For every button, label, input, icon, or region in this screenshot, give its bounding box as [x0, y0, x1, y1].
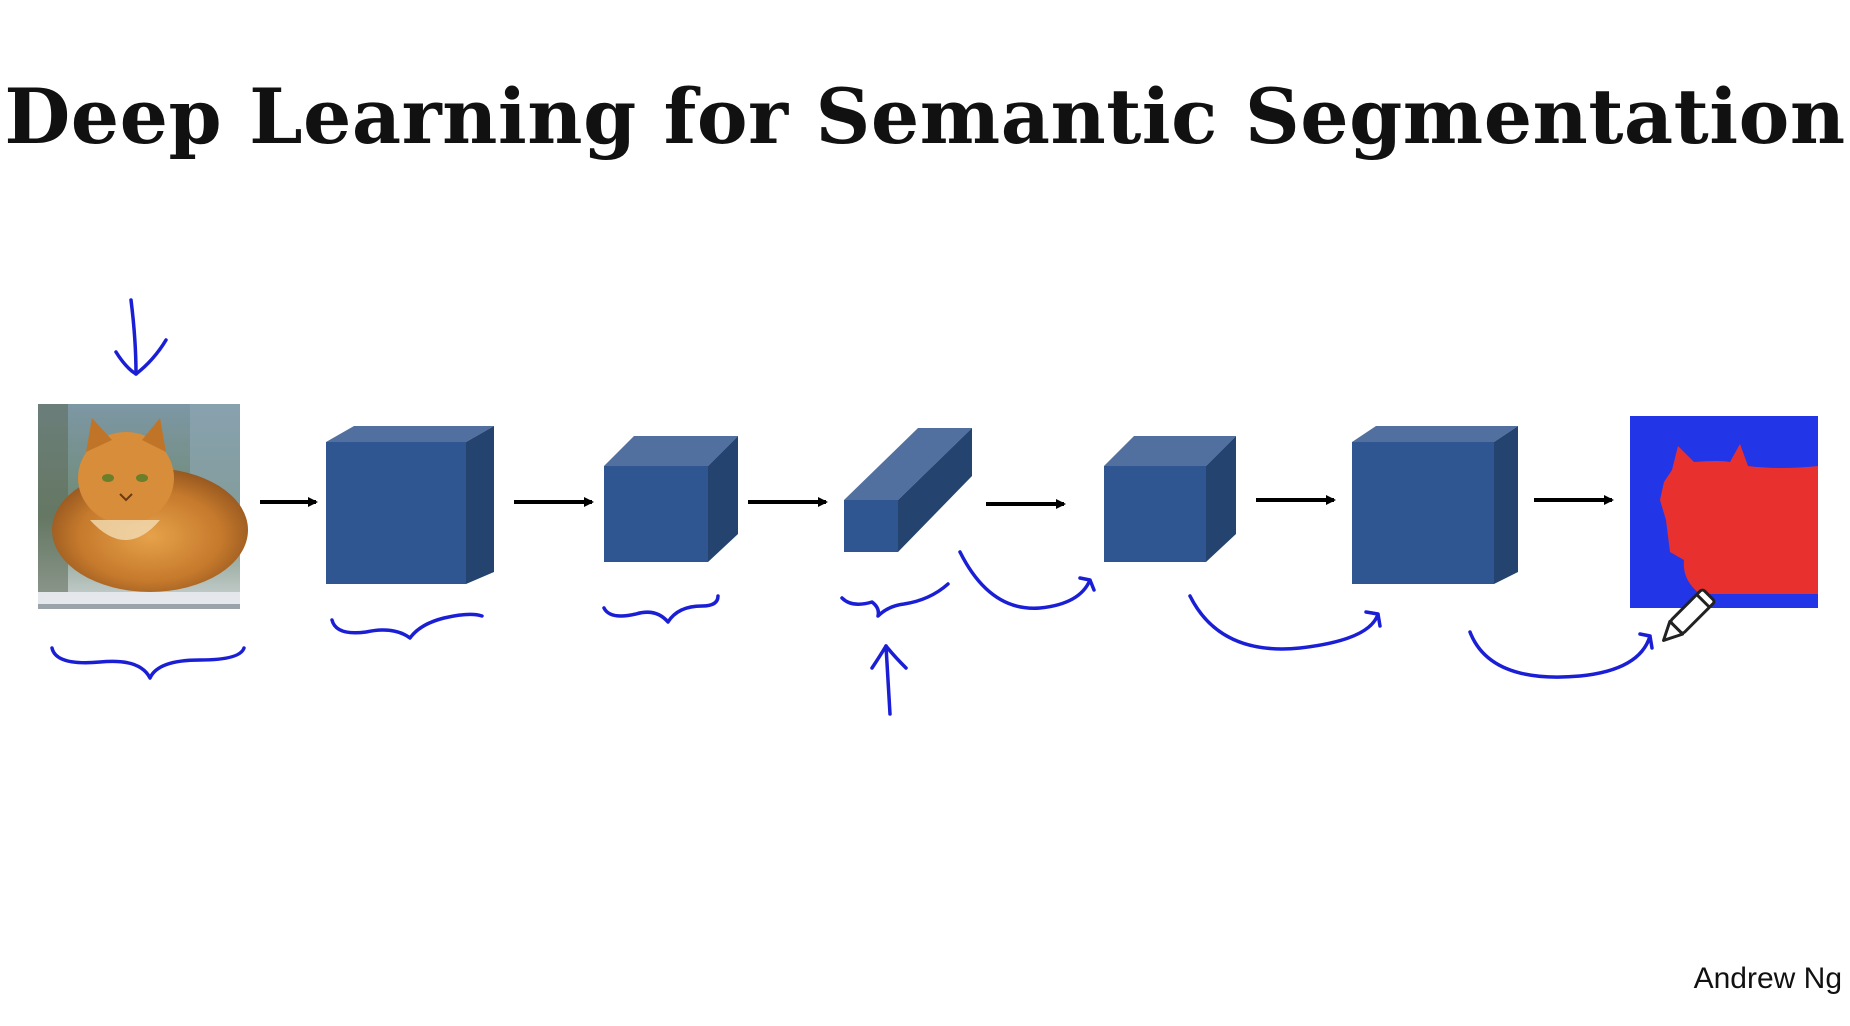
- ink-arrow-up-head: [870, 644, 908, 670]
- ink-arrow-down: [129, 298, 138, 376]
- pencil-cursor-icon: [1662, 588, 1716, 642]
- ink-brace-block-2: [602, 594, 720, 624]
- ink-curve-3: [1468, 630, 1654, 679]
- ink-brace-block-1: [330, 612, 484, 640]
- slide-title: Deep Learning for Semantic Segmentation: [4, 72, 1846, 161]
- input-cat-image: [38, 404, 248, 609]
- conv-block-2: [604, 436, 738, 562]
- conv-block-bottleneck: [844, 428, 972, 552]
- author-credit: Andrew Ng: [1693, 962, 1842, 995]
- handwritten-annotations: [50, 298, 1654, 716]
- conv-block-1: [326, 426, 494, 584]
- flow-arrows: [260, 495, 1614, 509]
- deconv-block-2: [1352, 426, 1518, 584]
- ink-arrow-down-head: [114, 338, 168, 376]
- ink-arrow-up: [884, 644, 892, 716]
- ink-curve-2: [1188, 594, 1382, 651]
- ink-brace-bottleneck: [840, 582, 950, 618]
- deconv-block-1: [1104, 436, 1236, 562]
- ink-brace-input: [50, 646, 246, 680]
- ink-curve-1: [958, 550, 1096, 610]
- output-segmentation-mask: [1630, 416, 1818, 608]
